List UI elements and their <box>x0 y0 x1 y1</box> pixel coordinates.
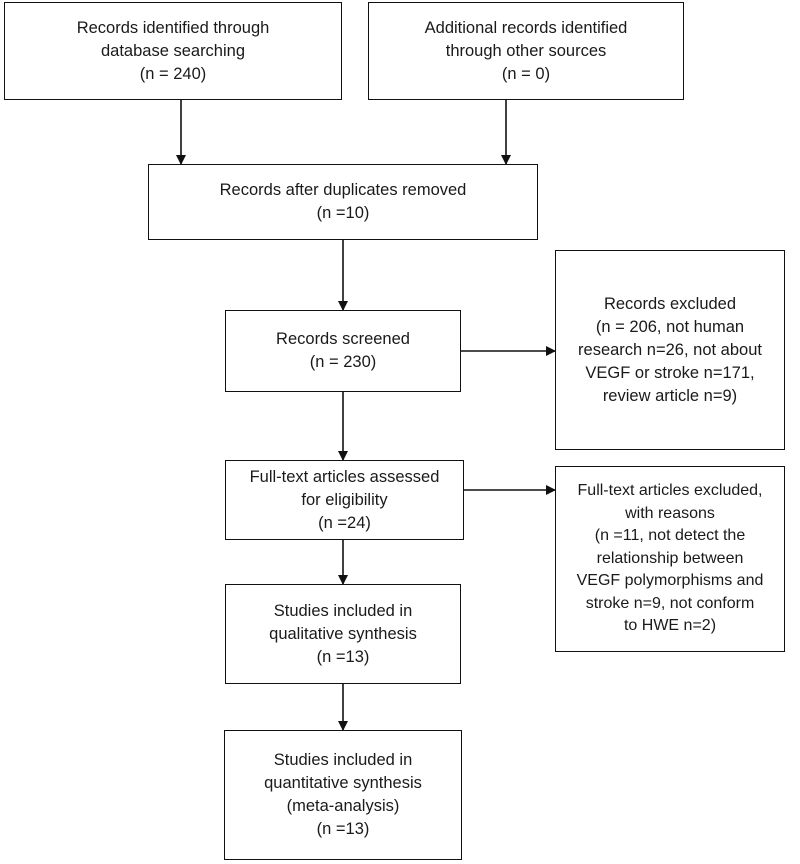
studies-qualitative-box: Studies included in qualitative synthesis… <box>225 584 461 684</box>
box-text-line: through other sources <box>445 41 607 60</box>
box-text-line: to HWE n=2) <box>623 617 717 635</box>
studies-quantitative-box: Studies included in quantitative synthesi… <box>224 730 462 860</box>
records-excluded-box: Records excluded (n = 206, not human resea… <box>555 250 785 450</box>
box-text-line: qualitative synthesis <box>269 624 417 643</box>
box-text-line: VEGF or stroke n=171, <box>585 363 755 382</box>
box-text-line: VEGF polymorphisms and <box>576 572 764 590</box>
box-text-line: Records after duplicates removed <box>219 181 467 199</box>
box-text-line: (n =13) <box>316 820 370 838</box>
box-text-line: Studies included in <box>273 601 413 620</box>
box-text-line: relationship between <box>596 549 744 567</box>
box-text-line: Studies included in <box>273 751 413 769</box>
box-text-line: research n=26, not about <box>578 340 762 359</box>
box-text-line: review article n=9) <box>602 386 738 405</box>
fulltext-assessed-box: Full-text articles assessed for eligibili… <box>225 460 464 540</box>
box-text-line: (meta-analysis) <box>286 797 400 815</box>
box-text-line: Records screened <box>276 330 410 348</box>
box-text-line: (n = 230) <box>309 353 377 371</box>
box-text-line: (n = 206, not human <box>595 317 745 336</box>
box-text-line: Full-text articles assessed <box>249 467 440 486</box>
additional-records-other-sources-box: Additional records identified through oth… <box>368 2 684 100</box>
box-text-line: (n =11, not detect the <box>594 527 746 545</box>
fulltext-excluded-box: Full-text articles excluded, with reasons… <box>555 466 785 652</box>
box-text-line: stroke n=9, not conform <box>585 594 755 612</box>
box-text-line: (n = 240) <box>139 64 207 83</box>
box-text-line: with reasons <box>625 504 715 522</box>
box-text-line: quantitative synthesis <box>264 774 422 792</box>
box-text-line: (n = 0) <box>501 64 551 83</box>
records-after-duplicates-box: Records after duplicates removed (n =10) <box>148 164 538 240</box>
box-text-line: Records excluded <box>603 294 737 313</box>
box-text-line: Records identified through <box>76 18 270 37</box>
records-screened-box: Records screened (n = 230) <box>225 310 461 392</box>
box-text-line: (n =24) <box>318 513 371 532</box>
box-text-line: (n =13) <box>316 647 370 666</box>
box-text-line: for eligibility <box>301 490 388 509</box>
box-text-line: Additional records identified <box>424 18 628 37</box>
box-text-line: (n =10) <box>316 204 370 222</box>
box-text-line: Full-text articles excluded, <box>577 482 763 500</box>
records-identified-database-box: Records identified through database searc… <box>4 2 342 100</box>
box-text-line: database searching <box>100 41 246 60</box>
